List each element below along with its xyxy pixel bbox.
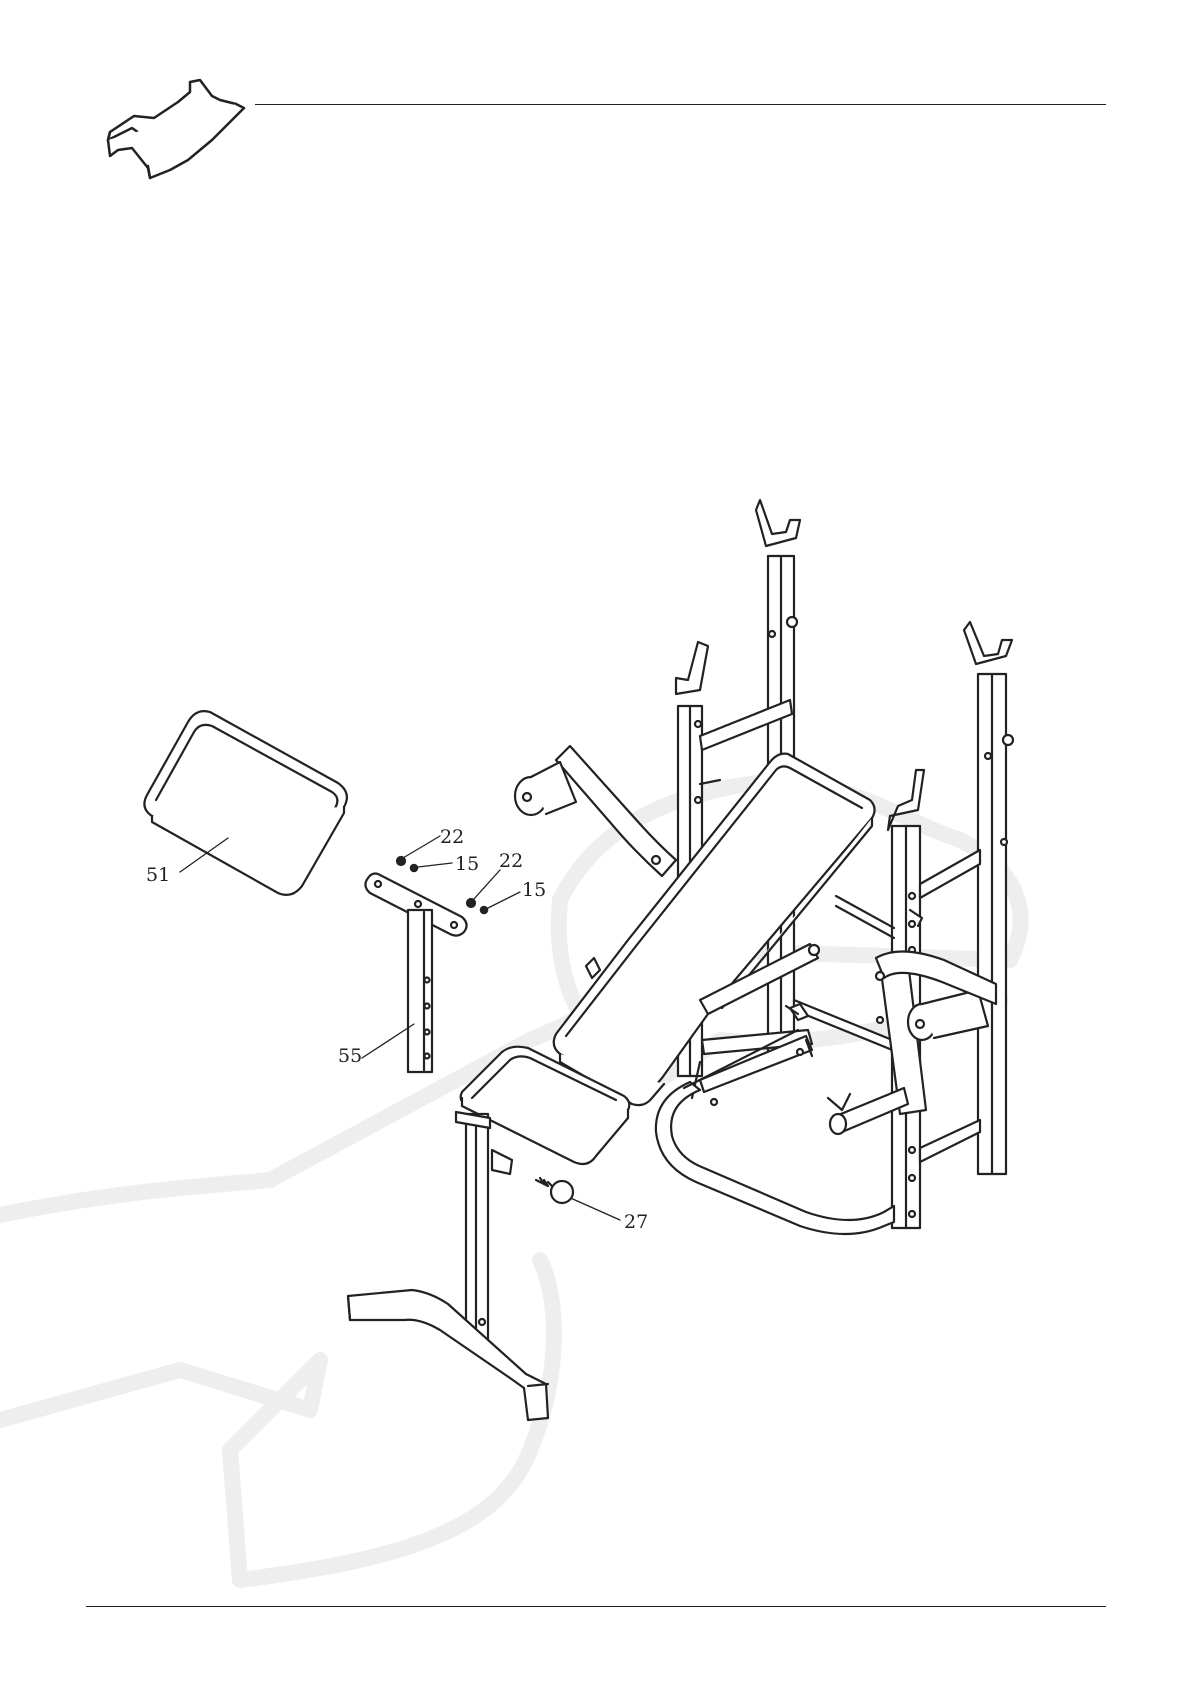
callout-22-lower: 22 bbox=[499, 852, 523, 871]
wrench-icon bbox=[108, 80, 244, 178]
right-upright-front bbox=[964, 622, 1013, 1174]
part-55-post bbox=[365, 874, 466, 1073]
callout-22-upper: 22 bbox=[440, 828, 464, 847]
part-51-pad bbox=[144, 711, 346, 895]
front-leg bbox=[348, 1112, 548, 1420]
callout-15-upper: 15 bbox=[455, 855, 479, 874]
callout-51: 51 bbox=[146, 866, 170, 885]
callout-15-lower: 15 bbox=[522, 881, 546, 900]
watermark bbox=[0, 780, 1020, 1580]
part-27-knob bbox=[536, 1178, 573, 1203]
callout-55: 55 bbox=[338, 1047, 362, 1066]
callout-27: 27 bbox=[624, 1213, 648, 1232]
